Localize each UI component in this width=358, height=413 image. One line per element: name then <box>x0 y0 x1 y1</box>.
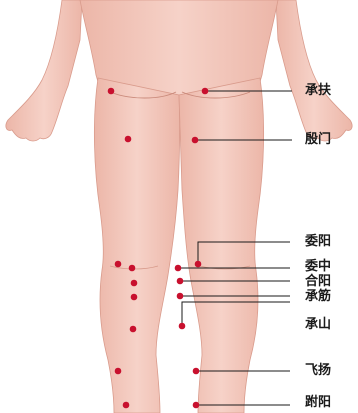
point-weiyang-right <box>195 261 202 268</box>
point-yinmen-left <box>125 136 132 143</box>
label-heyang: 合阳 <box>305 275 331 289</box>
point-yinmen-right <box>192 137 199 144</box>
point-heyang-left <box>131 280 138 287</box>
right-leg <box>179 78 264 413</box>
left-arm <box>6 0 82 141</box>
label-weiyang: 委阳 <box>305 235 331 249</box>
label-yinmen: 殷门 <box>305 133 331 147</box>
point-feiyang-left <box>115 368 122 375</box>
label-chengshan: 承山 <box>305 318 331 332</box>
point-heyang-right <box>177 278 184 285</box>
label-feiyang: 飞扬 <box>305 364 331 378</box>
label-chengfu: 承扶 <box>305 84 331 98</box>
right-arm <box>276 0 352 141</box>
point-chengfu-right <box>202 88 209 95</box>
label-weizhong: 委中 <box>305 260 331 274</box>
point-chengjin-right <box>177 293 184 300</box>
left-leg <box>94 78 179 413</box>
label-chengjin: 承筋 <box>305 290 331 304</box>
point-feiyang-right <box>193 368 200 375</box>
point-weizhong-right <box>175 265 182 272</box>
label-fuyang: 跗阳 <box>305 396 331 410</box>
point-chengfu-left <box>108 88 115 95</box>
point-chengjin-left <box>131 294 138 301</box>
point-chengshan-left <box>130 326 137 333</box>
point-weiyang-left <box>115 261 122 268</box>
point-weizhong-left <box>129 265 136 272</box>
point-chengshan-right <box>179 323 186 330</box>
point-fuyang-left <box>123 402 130 409</box>
point-fuyang-right <box>193 402 200 409</box>
